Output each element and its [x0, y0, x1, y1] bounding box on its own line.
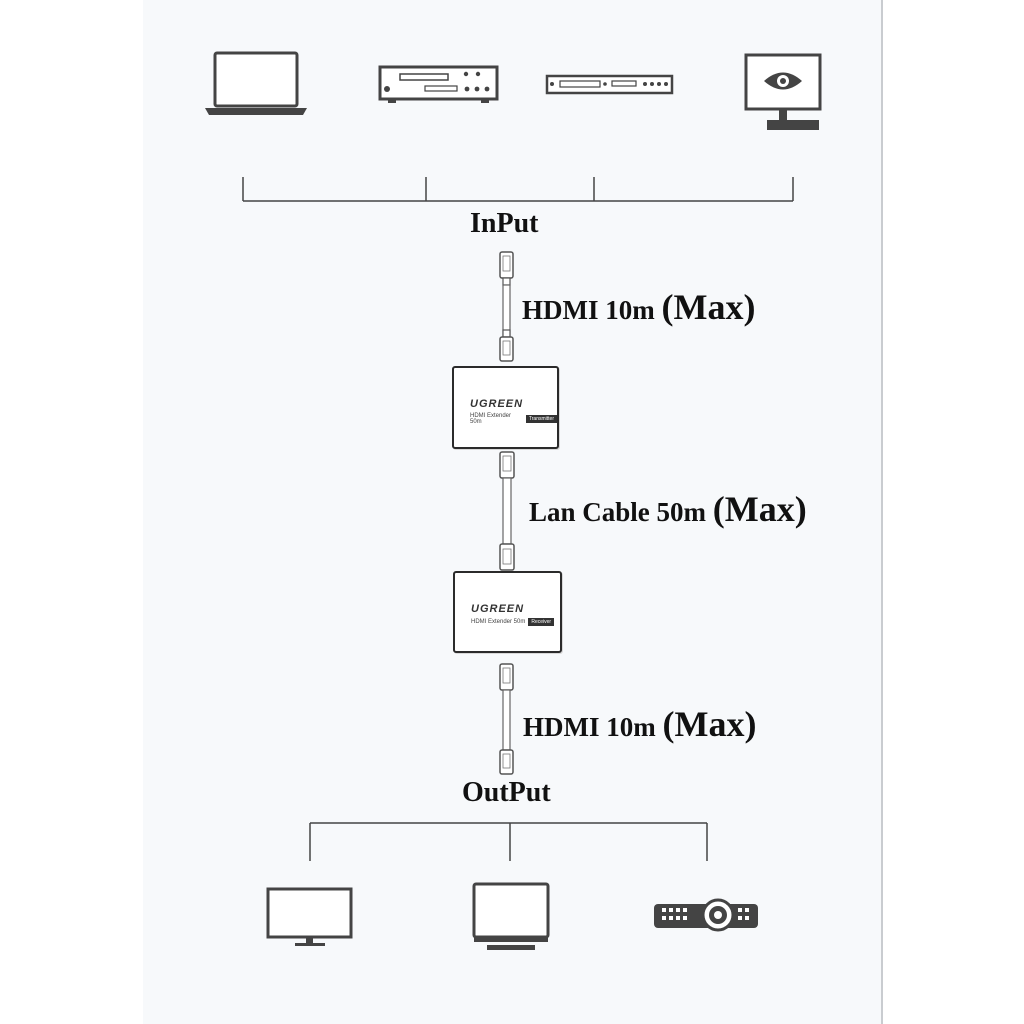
hdmi-cable-input	[499, 251, 514, 362]
link-max: (Max)	[661, 287, 756, 327]
extender-receiver: UGREEN HDMI Extender 50m Receiver	[453, 571, 562, 653]
projector-icon	[654, 898, 758, 932]
extender-model: HDMI Extender 50m Receiver	[471, 618, 555, 626]
extender-transmitter: UGREEN HDMI Extender 50m Transmitter	[452, 366, 559, 449]
extender-model: HDMI Extender 50m Transmitter	[470, 413, 557, 425]
model-text: HDMI Extender 50m	[471, 619, 526, 625]
monitor-icon	[266, 887, 353, 946]
model-tag: Transmitter	[525, 415, 557, 423]
lan-length-label: Lan Cable 50m (Max)	[529, 488, 807, 530]
brand-logo: UGREEN	[471, 603, 525, 615]
link-max: (Max)	[712, 489, 807, 529]
monitor-eye-icon	[744, 53, 822, 130]
hdmi-length-label: HDMI 10m (Max)	[522, 286, 755, 328]
monitor-icon	[472, 882, 550, 950]
link-max: (Max)	[662, 704, 757, 744]
link-text: HDMI 10m	[523, 712, 656, 742]
hdmi-length-label: HDMI 10m (Max)	[523, 703, 756, 745]
page-edge-line	[881, 0, 883, 1024]
brand-logo: UGREEN	[470, 398, 524, 410]
output-label: OutPut	[462, 777, 551, 808]
lan-cable	[499, 451, 515, 571]
link-text: Lan Cable 50m	[529, 497, 707, 527]
model-text: HDMI Extender 50m	[470, 413, 512, 425]
link-text: HDMI 10m	[522, 295, 655, 325]
input-label: InPut	[470, 208, 539, 239]
dvd-player-icon	[378, 65, 499, 103]
hdmi-cable-output	[499, 663, 514, 775]
input-bracket	[242, 177, 794, 202]
model-tag: Receiver	[528, 618, 555, 626]
laptop-icon	[205, 51, 307, 115]
output-bracket	[309, 822, 708, 861]
diagram-background	[143, 0, 883, 1024]
set-top-box-icon	[545, 74, 674, 95]
